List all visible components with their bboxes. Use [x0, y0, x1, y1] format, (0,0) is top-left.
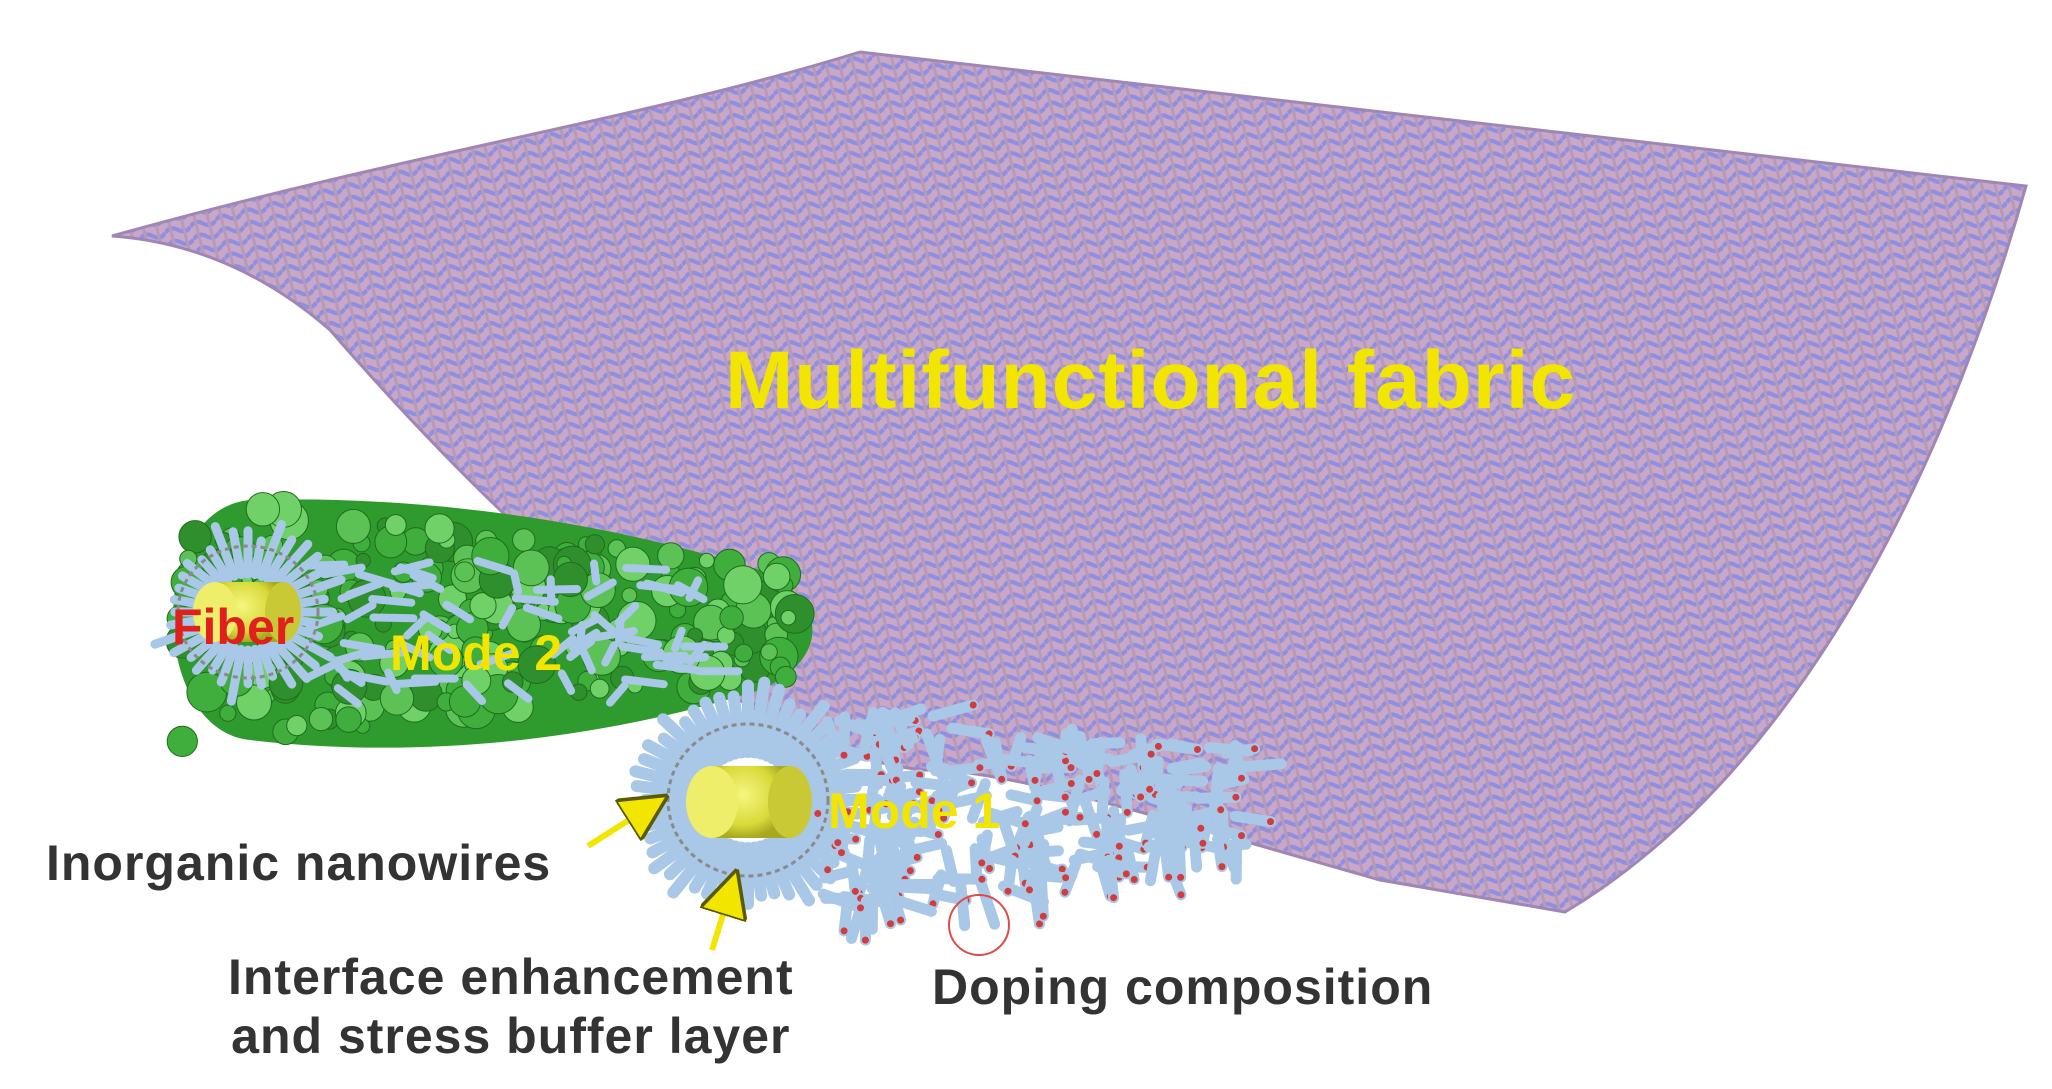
fiber-label: Fiber	[172, 599, 295, 655]
doping-composition-label: Doping composition	[932, 959, 1434, 1015]
fabric-sheet	[111, 50, 2028, 914]
interface-label-line1: Interface enhancement	[228, 949, 794, 1005]
fiber-core-mode1	[666, 722, 830, 878]
fiber-core-mode2	[176, 544, 320, 680]
arrow-inorganic-nanowires	[586, 808, 648, 849]
mode2-label: Mode 2	[390, 625, 563, 681]
arrow-interface-layer	[712, 892, 730, 951]
mode1-label: Mode 1	[828, 783, 1001, 839]
interface-label-line2: and stress buffer layer	[231, 1008, 791, 1064]
doping-highlight-circle	[948, 894, 1010, 956]
interface-layer-label: Interface enhancement and stress buffer …	[228, 948, 794, 1066]
inorganic-nanowires-label: Inorganic nanowires	[46, 835, 552, 891]
fabric-title: Multifunctional fabric	[725, 335, 1577, 426]
